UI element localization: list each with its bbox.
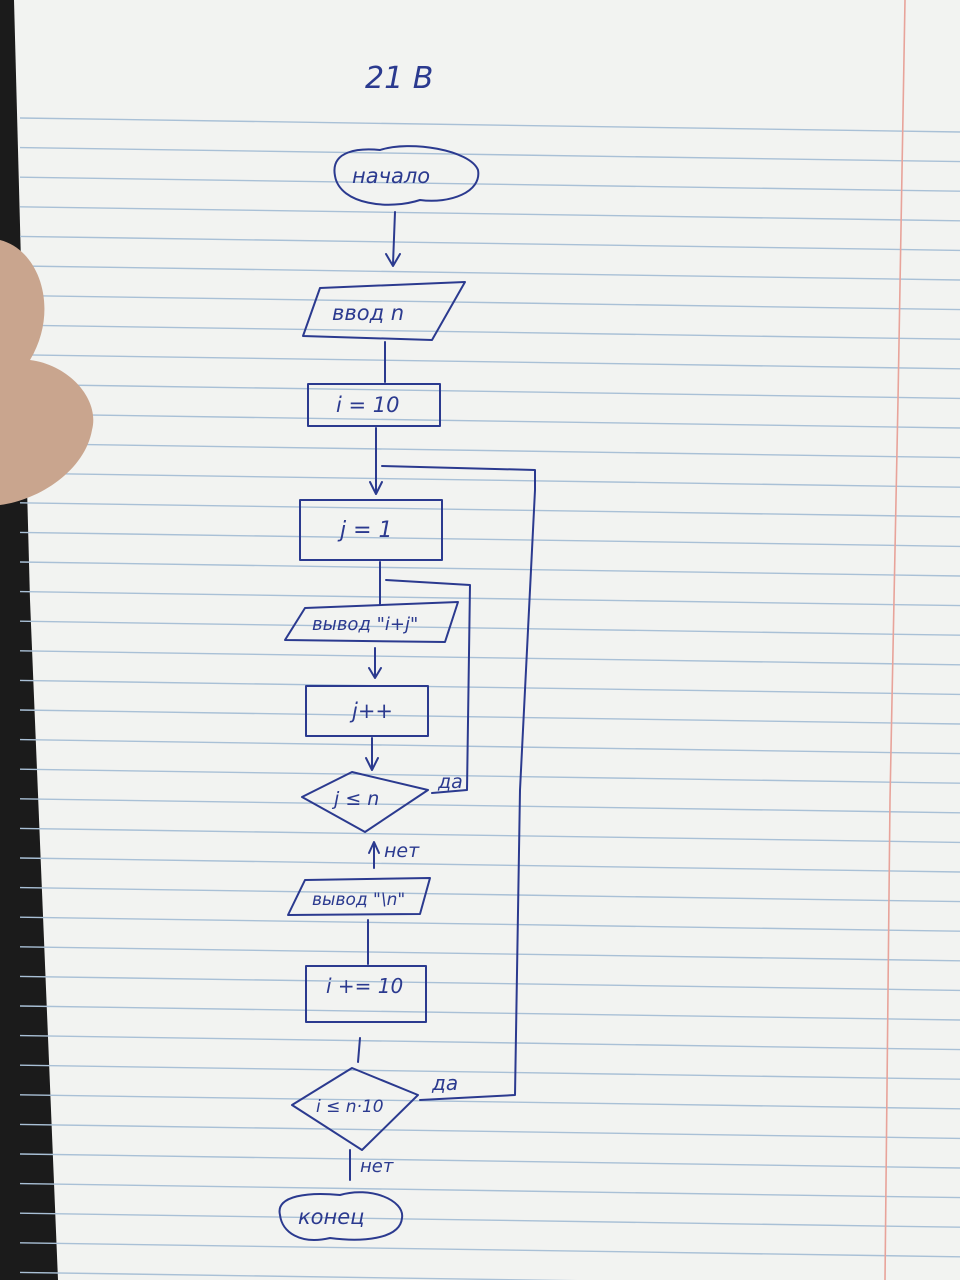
inc-i-label: i += 10 xyxy=(326,974,403,998)
ruled-line xyxy=(19,1212,960,1228)
ruled-line xyxy=(19,946,960,962)
inc-j-block xyxy=(305,685,429,737)
ruled-line xyxy=(19,265,960,281)
ruled-line xyxy=(19,1094,960,1110)
inc-i-block xyxy=(305,965,427,1023)
end-label: конец xyxy=(298,1205,364,1229)
cond-i-no-label: нет xyxy=(360,1156,394,1177)
ruled-line xyxy=(19,1153,960,1169)
ruled-line xyxy=(19,442,960,459)
ruled-line xyxy=(19,1034,960,1051)
ruled-lines xyxy=(19,117,960,1280)
output-n-block xyxy=(287,877,431,916)
cond-j-diamond xyxy=(301,771,429,833)
ruled-line xyxy=(19,176,960,192)
ruled-line xyxy=(19,857,960,873)
inner-loop-line xyxy=(385,579,471,794)
ruled-line xyxy=(19,975,960,992)
cond-i-diamond xyxy=(291,1067,419,1151)
ruled-line xyxy=(19,1242,960,1258)
ruled-line xyxy=(19,827,960,844)
ruled-line xyxy=(19,235,960,252)
flowchart-shapes xyxy=(278,145,536,1241)
arrow-head xyxy=(368,841,380,854)
start-label: начало xyxy=(352,164,430,188)
ruled-line xyxy=(19,650,960,666)
output-ij-block xyxy=(284,601,459,643)
ruled-line xyxy=(19,709,960,725)
ruled-line xyxy=(19,768,960,784)
arrow-head xyxy=(385,253,401,267)
ruled-line xyxy=(19,206,960,222)
start-terminator xyxy=(333,145,480,206)
arrow-head xyxy=(369,481,383,495)
ruled-line xyxy=(19,146,960,163)
output-n-label: вывод "\n" xyxy=(312,890,405,910)
page-heading: 21 В xyxy=(365,61,433,96)
paper-page xyxy=(14,0,960,1280)
ruled-line xyxy=(19,1005,960,1021)
cond-i-yes-label: да xyxy=(431,1071,458,1095)
cond-j-yes-label: да xyxy=(437,771,463,793)
init-j-block xyxy=(299,499,443,561)
ruled-line xyxy=(19,561,960,577)
ruled-line xyxy=(19,1182,960,1199)
end-terminator xyxy=(278,1191,404,1241)
ruled-line xyxy=(19,886,960,903)
arrow-head xyxy=(365,757,379,771)
connector xyxy=(357,1037,361,1063)
arrow-start-input xyxy=(392,211,396,265)
cond-j-label: j ≤ n xyxy=(331,788,379,810)
ruled-line xyxy=(19,294,960,311)
input-block xyxy=(302,281,466,341)
output-ij-label: вывод "i+j" xyxy=(312,614,418,635)
ruled-line xyxy=(19,1123,960,1140)
ruled-line xyxy=(19,590,960,607)
ruled-line xyxy=(19,798,960,814)
arrow-head xyxy=(368,667,382,679)
ruled-line xyxy=(19,916,960,932)
init-i-label: i = 10 xyxy=(336,393,400,417)
ruled-line xyxy=(19,117,960,133)
input-label: ввод n xyxy=(332,301,404,325)
ruled-line xyxy=(19,531,960,548)
ruled-line xyxy=(19,1271,578,1280)
ruled-line xyxy=(19,413,960,429)
init-j-label: j = 1 xyxy=(337,518,393,543)
ruled-line xyxy=(19,472,960,488)
outer-loop-line xyxy=(381,465,536,1101)
ruled-line xyxy=(19,679,960,696)
ruled-line xyxy=(19,738,960,755)
init-i-block xyxy=(307,383,441,427)
ruled-line xyxy=(19,502,960,518)
cond-j-no-label: нет xyxy=(384,840,420,862)
ruled-line xyxy=(19,1064,960,1080)
ruled-line xyxy=(19,620,960,636)
ruled-line xyxy=(19,354,960,370)
inc-j-label: j++ xyxy=(349,699,393,723)
ruled-line xyxy=(19,324,960,340)
ruled-line xyxy=(19,383,960,400)
margin-line xyxy=(884,0,906,1280)
thumb xyxy=(0,240,94,505)
cond-i-label: i ≤ n·10 xyxy=(316,1097,384,1117)
